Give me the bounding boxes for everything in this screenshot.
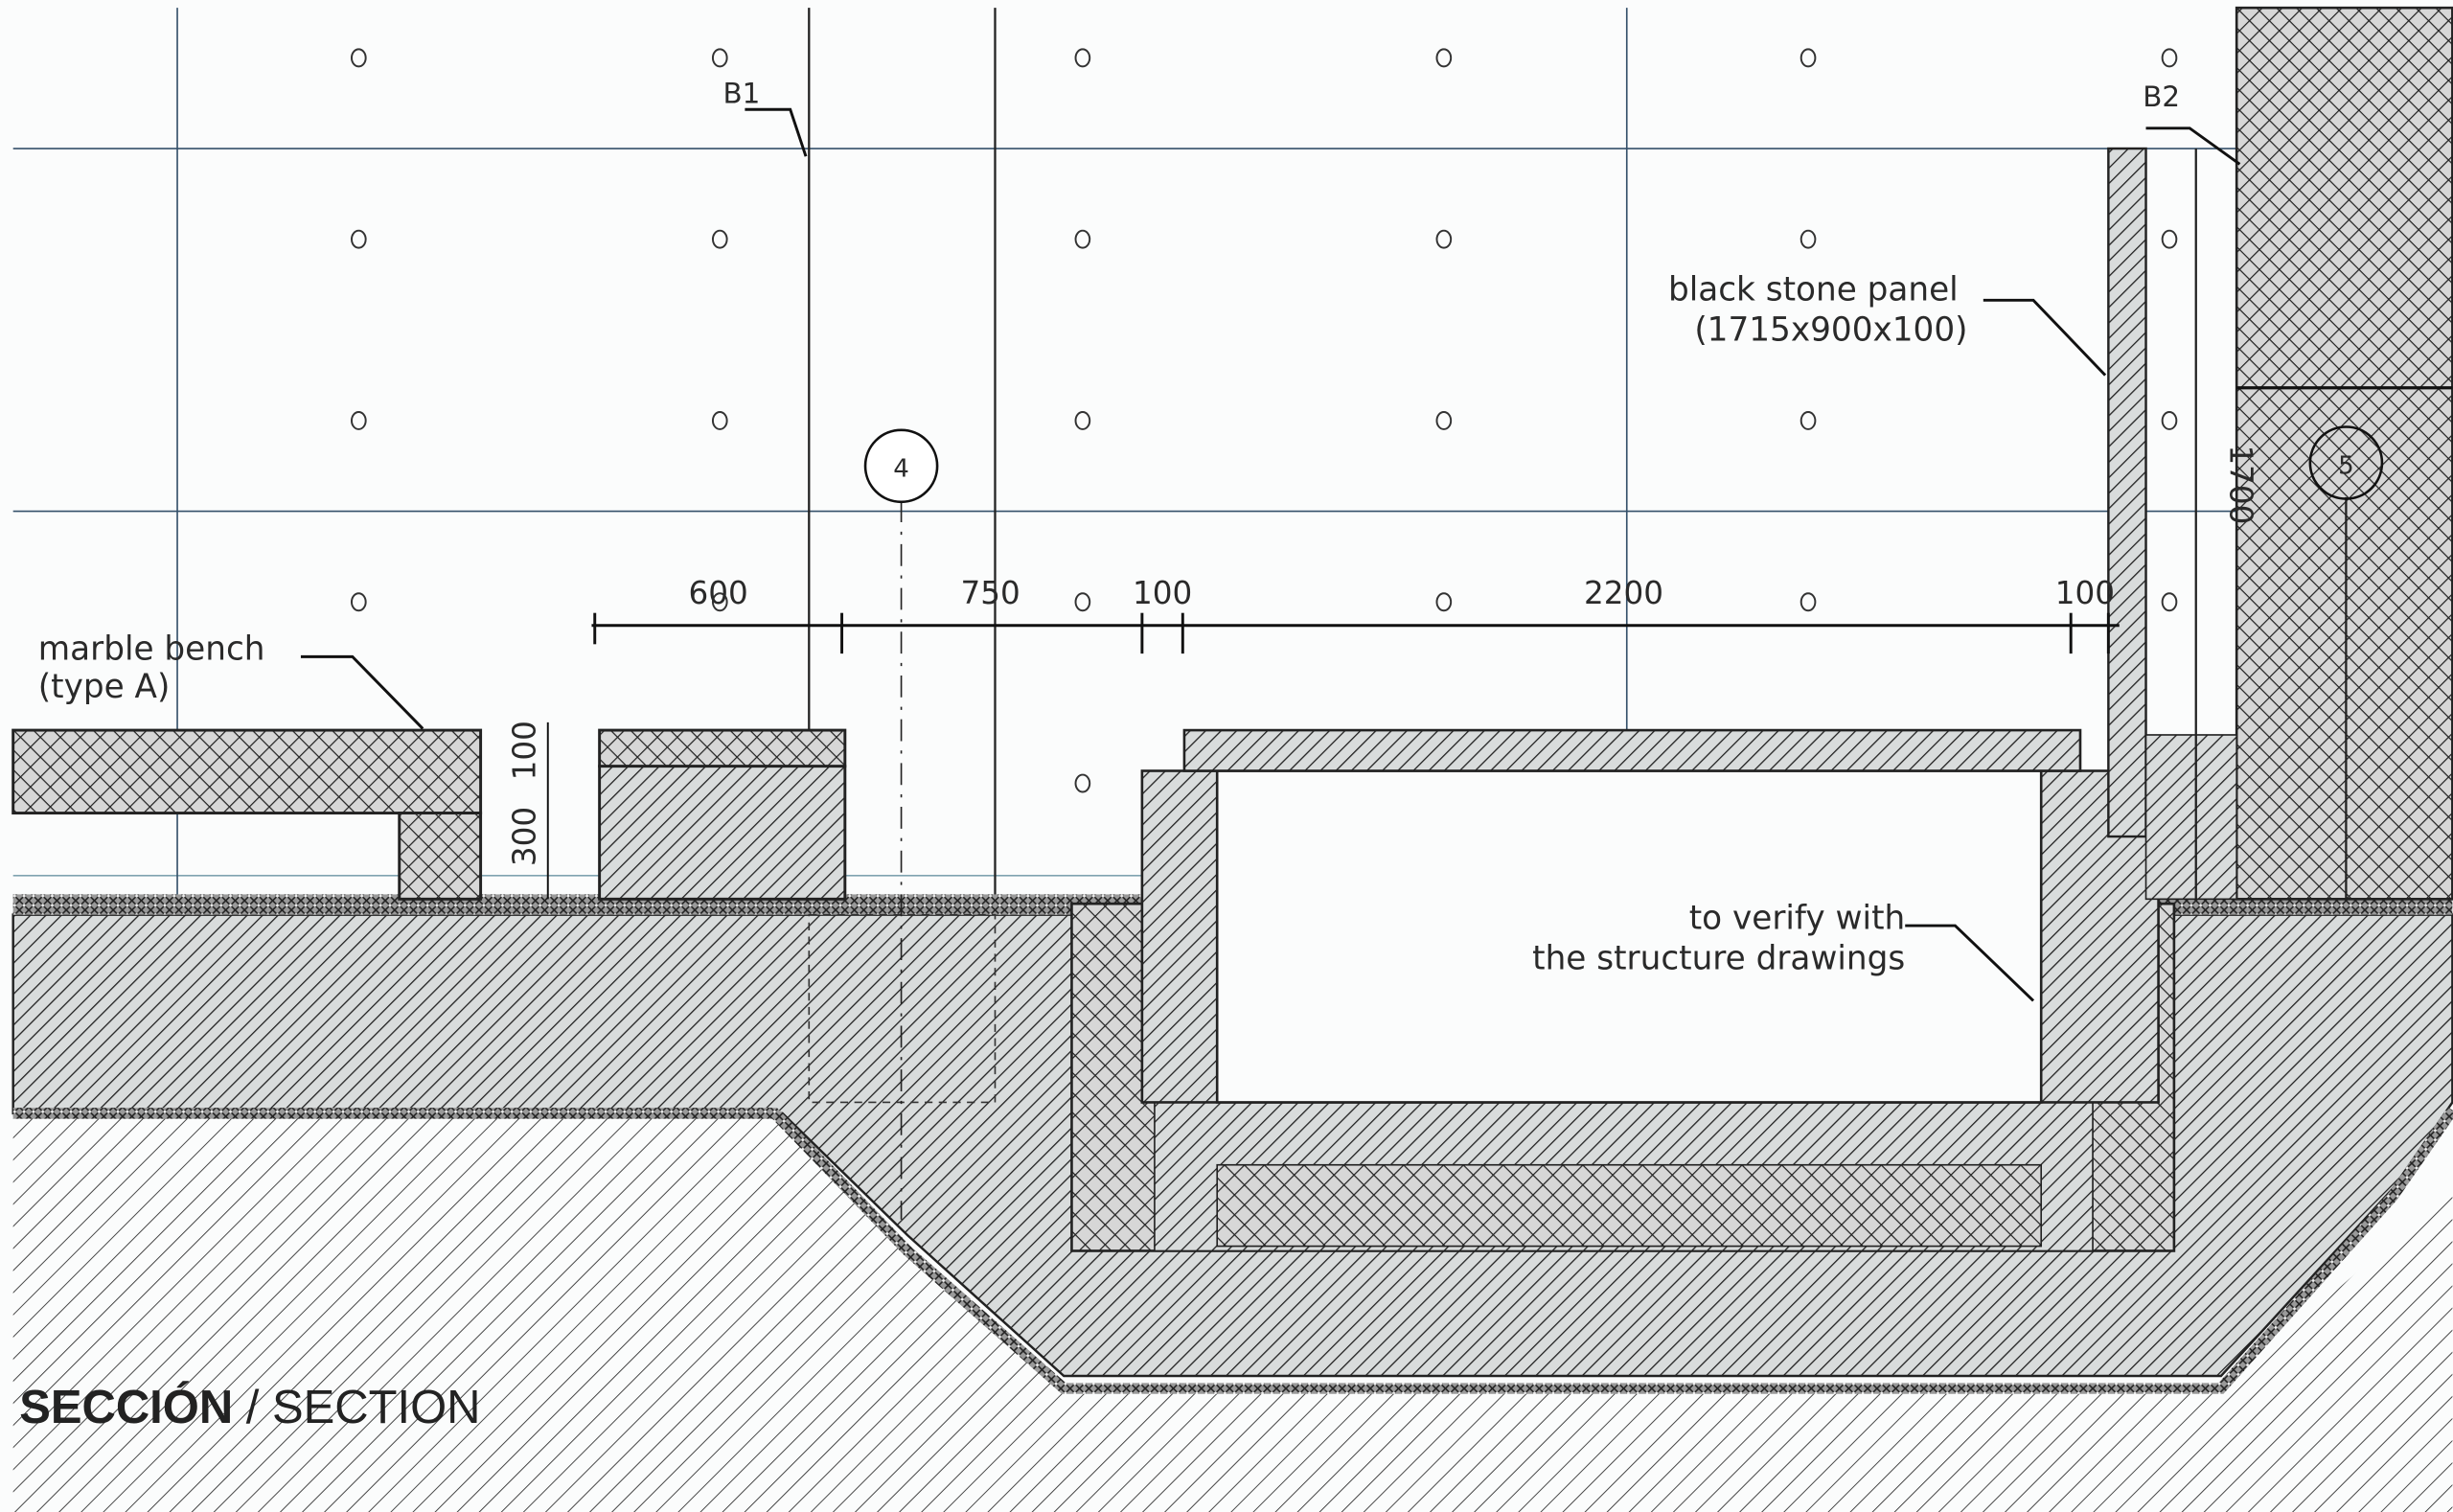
anchor-dot <box>1435 229 1453 249</box>
anchor-dot <box>1074 411 1091 430</box>
bench-block <box>598 765 847 901</box>
anchor-dot <box>2161 48 2178 68</box>
black-stone-panel <box>2107 147 2147 838</box>
tag-b1: B1 <box>723 78 761 110</box>
marble-bench-leg <box>398 812 483 901</box>
dimension-chain <box>546 612 2120 900</box>
axis-bubble-left <box>863 428 939 504</box>
label-verify-structure: the structure drawings <box>1532 940 1905 978</box>
pit-lid <box>1182 728 2082 772</box>
bench-block-top <box>598 728 847 768</box>
section-title-sep: / <box>233 1382 272 1433</box>
anchor-dot <box>351 592 367 612</box>
soil-hatch <box>12 1112 2453 1512</box>
dim-300-vertical: 300 <box>507 807 543 866</box>
dim-600: 600 <box>689 575 748 611</box>
anchor-dot <box>1800 229 1817 249</box>
anchor-dot <box>1074 48 1091 68</box>
tag-b2: B2 <box>2143 80 2180 113</box>
anchor-dot <box>351 411 367 430</box>
anchor-dot <box>1800 592 1817 612</box>
anchor-dot <box>711 229 728 249</box>
anchor-dot <box>1074 229 1091 249</box>
section-title-en: SECTION <box>272 1382 481 1433</box>
anchor-dot <box>711 411 728 430</box>
anchor-dot <box>1435 48 1453 68</box>
dim-100-left: 100 <box>1133 575 1192 611</box>
dim-100-right: 100 <box>2055 575 2115 611</box>
axis-marker-right: 5 <box>2338 451 2354 480</box>
reference-grid <box>12 8 2237 900</box>
label-marble-bench: marble bench <box>38 630 265 669</box>
anchor-dot <box>2161 411 2178 430</box>
anchor-dot <box>351 48 367 68</box>
anchor-dot <box>711 48 728 68</box>
section-title-es: SECCIÓN <box>19 1381 233 1433</box>
label-stone-panel-size: (1715x900x100) <box>1694 311 1967 350</box>
dim-2200: 2200 <box>1584 575 1663 611</box>
section-title: SECCIÓN / SECTION <box>19 1381 480 1433</box>
dim-100-vertical: 100 <box>507 721 543 780</box>
marble-bench-top <box>11 728 483 815</box>
anchor-points <box>351 48 2178 793</box>
anchor-dot <box>2161 229 2178 249</box>
box-floor-crosshatch <box>1216 1163 2043 1248</box>
label-marble-bench-type: (type A) <box>38 668 171 706</box>
anchor-dot <box>1435 411 1453 430</box>
anchor-dot <box>711 592 728 612</box>
label-stone-panel: black stone panel <box>1668 270 1959 309</box>
dim-750: 750 <box>960 575 1020 611</box>
anchor-dot <box>1074 773 1091 793</box>
anchor-dot <box>1800 411 1817 430</box>
panel-base <box>2144 734 2237 901</box>
pit-void <box>1215 769 2043 1104</box>
anchor-dot <box>1074 592 1091 612</box>
gravel-base <box>12 1107 2453 1394</box>
axis-bubble-right <box>2308 425 2384 500</box>
dim-1700-vertical: 1700 <box>2223 445 2259 524</box>
axis-marker-left: 4 <box>893 455 909 484</box>
anchor-dot <box>2161 592 2178 612</box>
anchor-dot <box>1435 592 1453 612</box>
label-verify: to verify with <box>1689 899 1906 937</box>
anchor-dot <box>351 229 367 249</box>
retaining-wall <box>2235 6 2453 901</box>
anchor-dot <box>1800 48 1817 68</box>
leader-lines <box>300 107 2241 1002</box>
